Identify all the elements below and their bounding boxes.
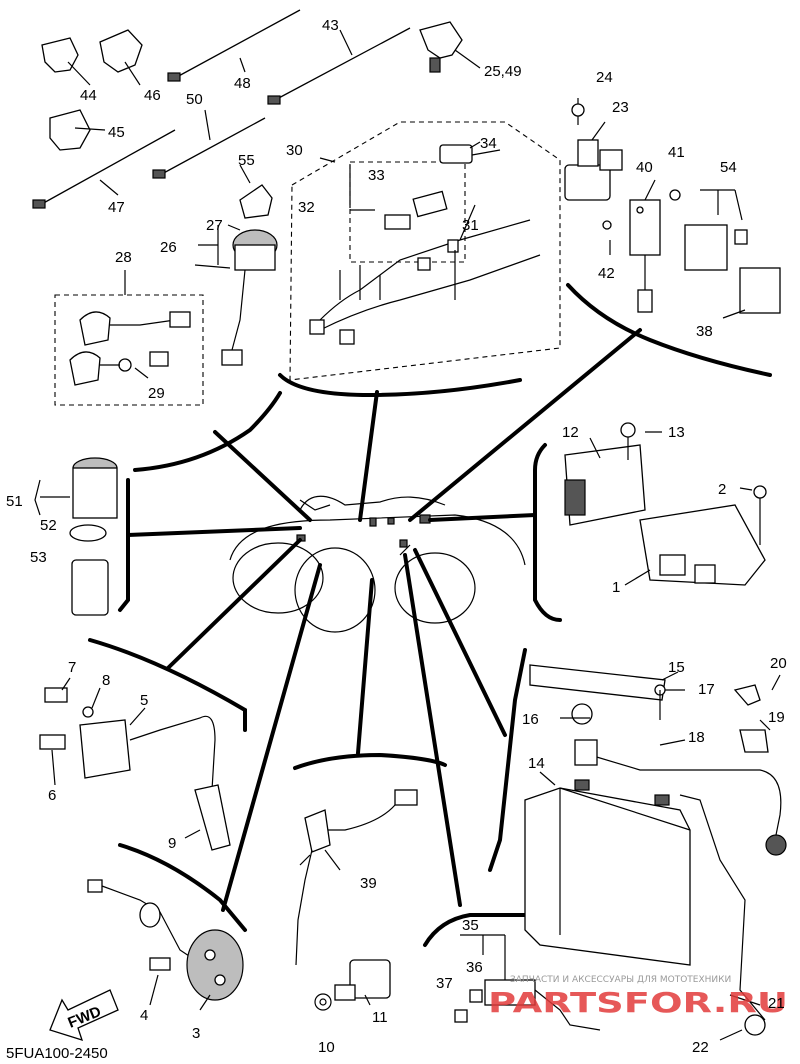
label-4: 4	[140, 1007, 148, 1024]
fuse-block	[454, 934, 601, 1031]
label-30: 30	[286, 142, 303, 159]
label-42: 42	[598, 265, 615, 282]
label-43: 43	[322, 17, 339, 34]
cable-ties	[32, 9, 411, 209]
label-9: 9	[168, 835, 176, 852]
label-39: 39	[360, 875, 377, 892]
label-44: 44	[80, 87, 97, 104]
label-22: 22	[692, 1039, 709, 1056]
label-24: 24	[596, 69, 613, 86]
label-5: 5	[140, 692, 148, 709]
label-37: 37	[436, 975, 453, 992]
group-28-box	[54, 294, 204, 406]
vehicle-outline	[229, 495, 526, 633]
label-51: 51	[6, 493, 23, 510]
label-48: 48	[234, 75, 251, 92]
label-29: 29	[148, 385, 165, 402]
label-27: 27	[206, 217, 223, 234]
label-8: 8	[102, 672, 110, 689]
label-36: 36	[466, 959, 483, 976]
label-55: 55	[238, 152, 255, 169]
label-47: 47	[108, 199, 125, 216]
label-7: 7	[68, 659, 76, 676]
label-52: 52	[40, 517, 57, 534]
label-35: 35	[462, 917, 479, 934]
wire-harness	[309, 141, 541, 345]
label-26: 26	[160, 239, 177, 256]
label-14: 14	[528, 755, 545, 772]
group-borders	[88, 283, 772, 947]
label-33: 33	[368, 167, 385, 184]
diagram-code: 5FUA100-2450	[6, 1045, 108, 1062]
neutral-switch	[295, 789, 418, 1011]
label-13: 13	[668, 424, 685, 441]
label-19: 19	[768, 709, 785, 726]
label-45: 45	[108, 124, 125, 141]
label-50: 50	[186, 91, 203, 108]
fwd-label: FWD	[66, 1003, 104, 1032]
callout-labels: 1 2 3 4 5 6 7 8 9 10 11 12 13 14 15 16 1…	[6, 17, 787, 1056]
watermark: ЗАПЧАСТИ И АКСЕССУАРЫ ДЛЯ МОТОТЕХНИКИ PA…	[488, 975, 788, 1019]
watermark-text: ЗАПЧАСТИ И АКСЕССУАРЫ ДЛЯ МОТОТЕХНИКИ	[510, 975, 731, 985]
label-1: 1	[612, 579, 620, 596]
label-2: 2	[718, 481, 726, 498]
label-28: 28	[115, 249, 132, 266]
group-32-box	[349, 161, 466, 263]
label-25-49: 25,49	[484, 63, 522, 80]
dashed-boxes	[54, 121, 561, 406]
group-30-box	[289, 121, 561, 381]
label-21: 21	[768, 995, 785, 1012]
label-34: 34	[480, 135, 497, 152]
pickup-sensor	[87, 879, 244, 1011]
main-switch	[194, 164, 278, 366]
label-38: 38	[696, 323, 713, 340]
accessory-socket	[34, 457, 118, 616]
label-10: 10	[318, 1039, 335, 1056]
forward-arrow: FWD	[49, 989, 119, 1041]
label-31: 31	[462, 217, 479, 234]
label-41: 41	[668, 144, 685, 161]
label-3: 3	[192, 1025, 200, 1042]
label-18: 18	[688, 729, 705, 746]
label-11: 11	[372, 1009, 388, 1026]
label-17: 17	[698, 681, 715, 698]
label-23: 23	[612, 99, 629, 116]
label-6: 6	[48, 787, 56, 804]
label-32: 32	[298, 199, 315, 216]
rectifier-cdi	[564, 422, 767, 586]
light-assembly	[69, 270, 191, 386]
label-15: 15	[668, 659, 685, 676]
battery-group	[524, 664, 787, 1041]
label-54: 54	[720, 159, 737, 176]
label-40: 40	[636, 159, 653, 176]
label-12: 12	[562, 424, 579, 441]
ignition-coil	[39, 677, 231, 851]
label-16: 16	[522, 711, 539, 728]
label-46: 46	[144, 87, 161, 104]
label-53: 53	[30, 549, 47, 566]
label-20: 20	[770, 655, 787, 672]
cable-clips	[41, 21, 481, 151]
watermark-logo: PARTSFOR.RU	[488, 986, 788, 1019]
connector-lines	[126, 328, 642, 912]
relay-group	[564, 98, 781, 319]
